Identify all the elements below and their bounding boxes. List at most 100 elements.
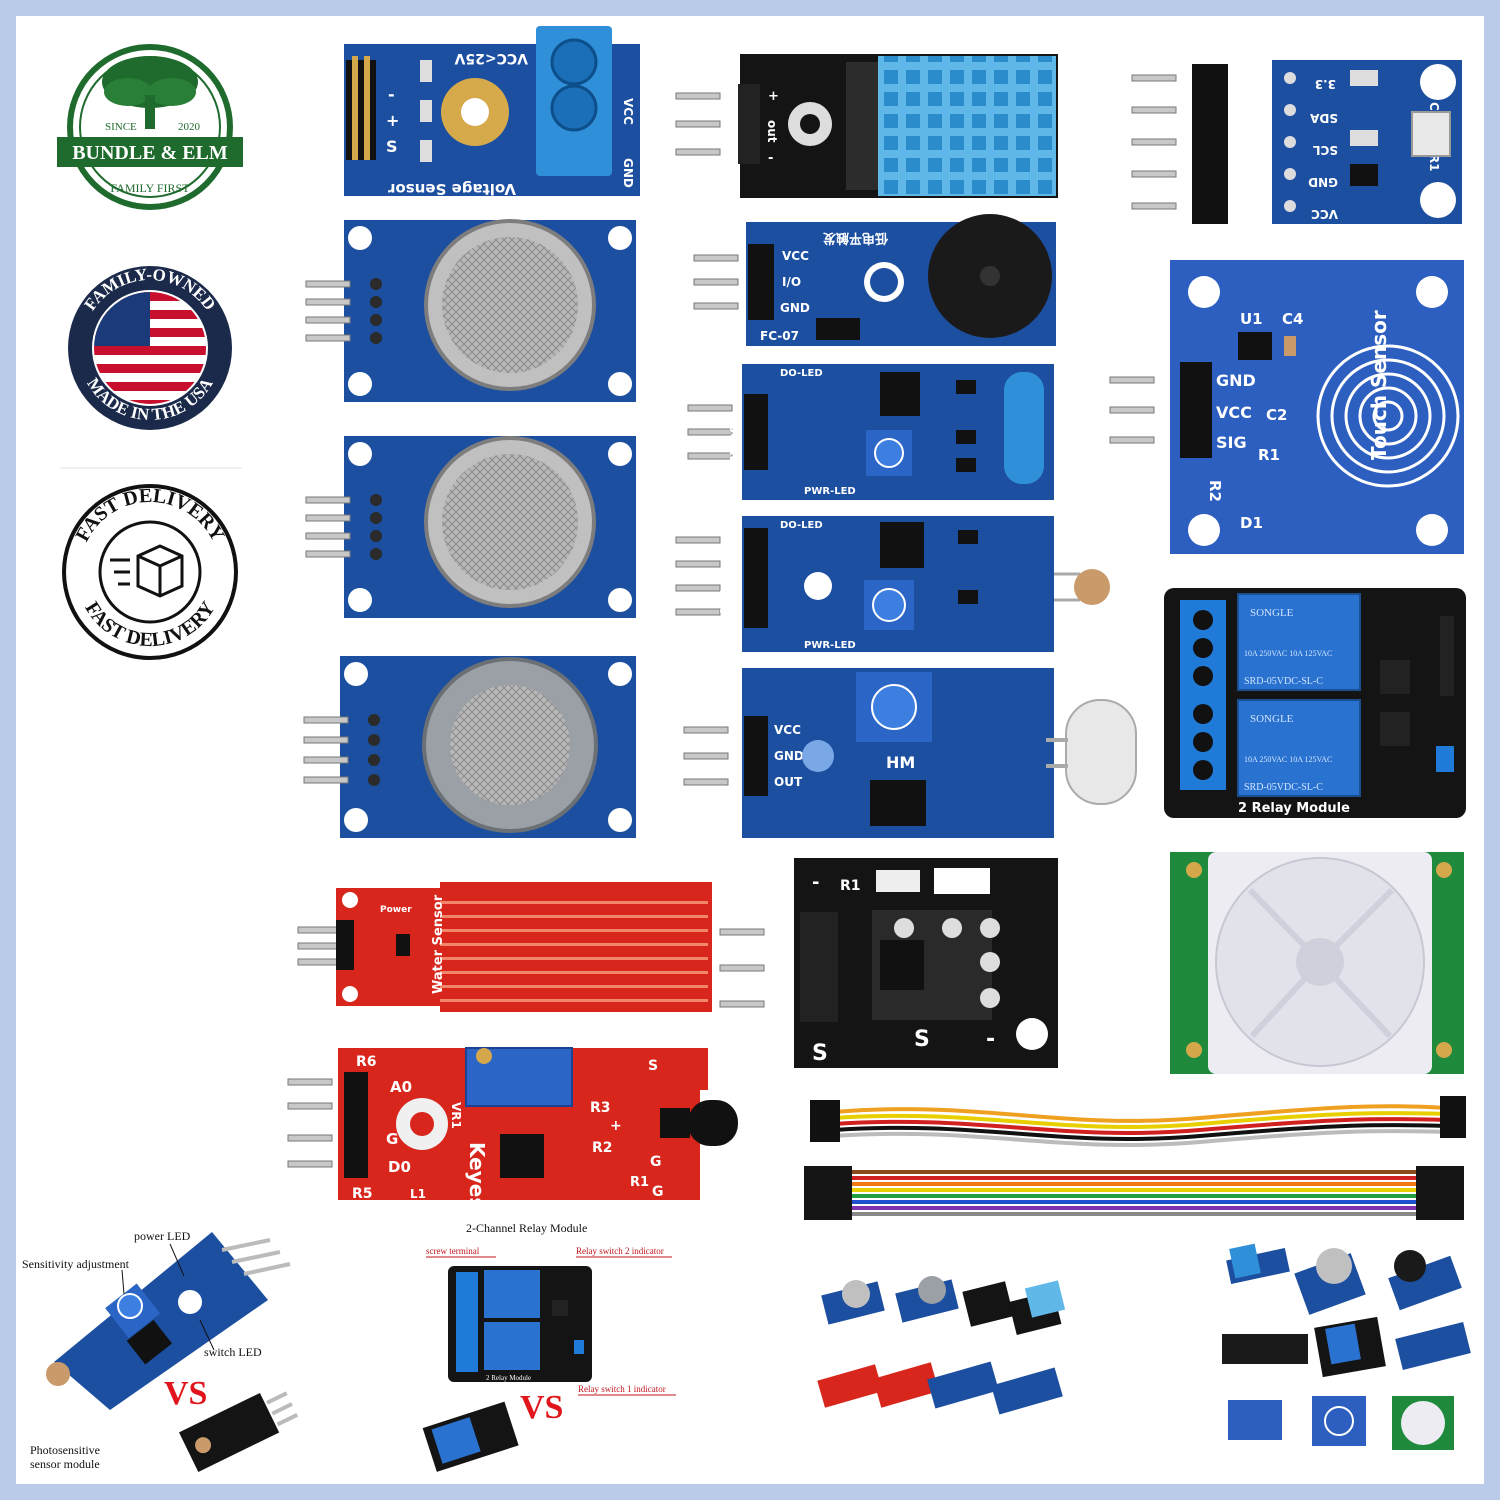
touch-d1: D1 (1240, 514, 1263, 532)
buzzer-code: FC-07 (760, 329, 799, 343)
photo-do-led: DO-LED (780, 520, 823, 531)
made-in-usa-badge: FAMILY-OWNED MADE IN THE USA (68, 265, 232, 430)
touch-sig: SIG (1216, 433, 1247, 452)
voltage-range-label: VCC<25V (454, 50, 528, 66)
tilt-do-led: DO-LED (780, 368, 823, 379)
voltage-vcc-label: VCC (621, 98, 635, 125)
sound-chip-label: HM (886, 753, 915, 772)
callout-relay-switch-1: Relay switch 1 indicator (578, 1384, 666, 1394)
brand-tagline: FAMILY FIRST (110, 181, 190, 195)
kit-collage-right (1222, 1243, 1471, 1450)
temp-r1: R1 (840, 878, 861, 894)
callout-photosensitive-1: Photosensitive (30, 1443, 100, 1457)
temp-pin-minus: - (986, 1027, 995, 1052)
dht-pin-plus: + (768, 89, 779, 104)
pir-sensor-module (1170, 852, 1464, 1074)
relay-title: 2 Relay Module (1238, 801, 1350, 816)
water-sensor-module: Power Water Sensor (297, 882, 712, 1012)
tree-icon (102, 56, 198, 129)
relay-module: SONGLE 10A 250VAC 10A 125VAC SRD-05VDC-S… (1164, 588, 1466, 818)
flame-brand: Keyes (465, 1142, 489, 1209)
tilt-pwr-led: PWR-LED (804, 486, 856, 497)
relay-brand-1: SONGLE (1250, 607, 1294, 619)
callout-photosensitive-2: sensor module (30, 1457, 100, 1471)
photo-pins-label: AO DOGND/VCC (717, 570, 728, 657)
flame-g: G (386, 1130, 398, 1148)
voltage-pin-s: S (386, 137, 398, 156)
sound-out: OUT (774, 775, 803, 789)
gas-sensor-module-2 (305, 436, 636, 618)
temp-pin-s2: S (914, 1027, 930, 1052)
touch-u1: U1 (1240, 310, 1263, 328)
flame-s: S (648, 1058, 658, 1074)
buzzer-vcc: VCC (782, 249, 809, 263)
sound-sensor-module: VCC GND OUT HM (683, 668, 1137, 838)
callout-screw-terminal: screw terminal (426, 1246, 480, 1256)
voltage-gnd-label: GND (621, 158, 635, 188)
bmp-pin-sda: SDA (1309, 111, 1338, 125)
voltage-pin-plus: + (386, 111, 399, 130)
since-year: 2020 (178, 121, 201, 133)
flame-d0: D0 (388, 1158, 411, 1176)
box-icon (110, 544, 184, 598)
touch-r1: R1 (1258, 446, 1280, 464)
water-sensor-label: Water Sensor (431, 894, 446, 994)
touch-c2: C2 (1266, 406, 1287, 424)
photosensitive-comparison: Sensitivity adjustment power LED switch … (22, 1229, 299, 1472)
gas-sensor-module-1 (305, 219, 636, 402)
flame-sensor-module: R6 A0 G D0 R5 S R3 + R2 G R1 G VR1 L1 Ke… (287, 1047, 738, 1209)
touch-title: Touch Sensor (1367, 310, 1391, 460)
sound-vcc: VCC (774, 723, 801, 737)
dht11-sensor-module: + out - (675, 54, 1058, 198)
flame-l1: L1 (410, 1187, 426, 1201)
relay-rating-2: 10A 250VAC 10A 125VAC (1244, 755, 1332, 764)
bmp-pin-scl: SCL (1313, 143, 1338, 157)
gas-sensor-module-3 (303, 656, 636, 838)
vs-label-1: VS (164, 1375, 207, 1412)
temp-minus-top: - (812, 872, 819, 893)
flame-a0: A0 (390, 1078, 412, 1096)
voltage-pin-minus: - (388, 85, 395, 104)
jumper-wires (804, 1096, 1466, 1220)
callout-sensitivity: Sensitivity adjustment (22, 1257, 130, 1271)
brand-badge: SINCE 2020 BUNDLE & ELM FAMILY FIRST (57, 44, 243, 210)
callout-switch-led: switch LED (204, 1345, 262, 1359)
sound-gnd: GND (774, 749, 804, 763)
bmp-pin-gnd: GND (1308, 175, 1338, 189)
voltage-sensor-module: - + S VCC<25V VCC GND Voltage Sensor (344, 26, 640, 198)
flame-r6: R6 (356, 1054, 377, 1070)
touch-c4: C4 (1282, 310, 1303, 328)
photoresistor-icon (1054, 569, 1110, 605)
flame-vr1: VR1 (449, 1102, 463, 1129)
flame-r1: R1 (630, 1175, 649, 1190)
flame-r3: R3 (590, 1100, 611, 1116)
relay-small-label: 2 Relay Module (486, 1374, 531, 1382)
flame-plus: + (610, 1118, 622, 1134)
photo-pwr-led: PWR-LED (804, 640, 856, 651)
tilt-switch-module: DOGND/VCC DO-LED PWR-LED (687, 364, 1054, 500)
vs-label-2: VS (520, 1389, 563, 1426)
touch-gnd: GND (1216, 371, 1256, 390)
since-label: SINCE (105, 121, 137, 133)
buzzer-title: 低电平触发 (822, 230, 889, 246)
bmp-pin-33: 3.3 (1315, 77, 1336, 91)
tilt-pins-label: DOGND/VCC (727, 424, 740, 499)
dht-pin-minus: - (768, 151, 773, 166)
callout-power-led: power LED (134, 1229, 191, 1243)
pressure-sensor-module: 3.3 SDA SCL GND VCC C2C3R2R1 (1131, 60, 1462, 224)
touch-vcc: VCC (1216, 403, 1252, 422)
brand-name: BUNDLE & ELM (72, 142, 228, 164)
water-power-label: Power (380, 905, 412, 915)
flame-g3: G (652, 1184, 664, 1200)
flame-r5: R5 (352, 1186, 373, 1202)
relay-comparison-title: 2-Channel Relay Module (466, 1221, 587, 1235)
voltage-sensor-label: Voltage Sensor (387, 180, 516, 198)
buzzer-gnd: GND (780, 301, 810, 315)
kit-thumbnail-collage (817, 1276, 1066, 1415)
fast-delivery-badge: FAST DELIVERY FAST DELIVERY (62, 484, 238, 660)
photoresistor-module: AO DOGND/VCC DO-LED PWR-LED (675, 516, 1110, 657)
touch-r2: R2 (1206, 480, 1224, 502)
microphone-icon (1046, 699, 1137, 805)
relay-model-2: SRD-05VDC-SL-C (1244, 782, 1323, 793)
relay-rating-1: 10A 250VAC 10A 125VAC (1244, 649, 1332, 658)
